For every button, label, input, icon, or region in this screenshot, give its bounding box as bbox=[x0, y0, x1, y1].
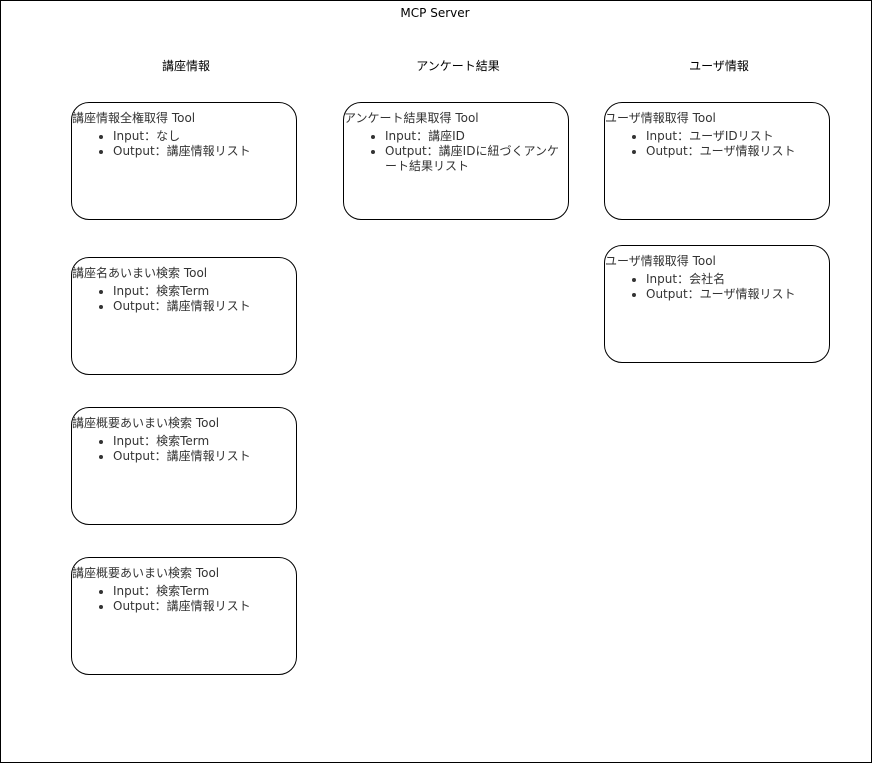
tool-card: 講座概要あいまい検索 Tool Input：検索Term Output：講座情報… bbox=[71, 557, 297, 675]
tool-card-list: Input：会社名 Output：ユーザ情報リスト bbox=[605, 272, 831, 302]
tool-input-item: Input：ユーザIDリスト bbox=[646, 129, 831, 144]
server-title: MCP Server bbox=[400, 6, 470, 20]
tool-card-title: 講座情報全権取得 Tool bbox=[72, 111, 196, 125]
tool-card-title: 講座概要あいまい検索 Tool bbox=[72, 416, 220, 430]
column-heading-user-info: ユーザ情報 bbox=[689, 59, 749, 73]
tool-output-item: Output：ユーザ情報リスト bbox=[646, 287, 831, 302]
tool-output-item: Output：講座情報リスト bbox=[113, 599, 298, 614]
tool-input-item: Input：なし bbox=[113, 129, 298, 144]
tool-card: 講座概要あいまい検索 Tool Input：検索Term Output：講座情報… bbox=[71, 407, 297, 525]
tool-card-list: Input：講座ID Output：講座IDに紐づくアンケート結果リスト bbox=[344, 129, 570, 174]
tool-card-list: Input：なし Output：講座情報リスト bbox=[72, 129, 298, 159]
tool-input-item: Input：講座ID bbox=[385, 129, 570, 144]
tool-card: 講座情報全権取得 Tool Input：なし Output：講座情報リスト bbox=[71, 102, 297, 220]
tool-card-list: Input：検索Term Output：講座情報リスト bbox=[72, 584, 298, 614]
tool-output-item: Output：講座情報リスト bbox=[113, 144, 298, 159]
tool-card: ユーザ情報取得 Tool Input：ユーザIDリスト Output：ユーザ情報… bbox=[604, 102, 830, 220]
tool-input-item: Input：検索Term bbox=[113, 584, 298, 599]
tool-output-item: Output：講座情報リスト bbox=[113, 299, 298, 314]
tool-card-title: ユーザ情報取得 Tool bbox=[605, 254, 716, 268]
column-heading-survey-results: アンケート結果 bbox=[416, 59, 500, 73]
tool-card-title: 講座名あいまい検索 Tool bbox=[72, 266, 208, 280]
tool-card-list: Input：ユーザIDリスト Output：ユーザ情報リスト bbox=[605, 129, 831, 159]
tool-card-list: Input：検索Term Output：講座情報リスト bbox=[72, 434, 298, 464]
tool-card-title: 講座概要あいまい検索 Tool bbox=[72, 566, 220, 580]
tool-card-list: Input：検索Term Output：講座情報リスト bbox=[72, 284, 298, 314]
tool-card-title: アンケート結果取得 Tool bbox=[344, 111, 479, 125]
tool-output-item: Output：講座情報リスト bbox=[113, 449, 298, 464]
tool-output-item: Output：講座IDに紐づくアンケート結果リスト bbox=[385, 144, 570, 174]
tool-card: 講座名あいまい検索 Tool Input：検索Term Output：講座情報リ… bbox=[71, 257, 297, 375]
column-heading-course-info: 講座情報 bbox=[161, 59, 210, 73]
tool-input-item: Input：検索Term bbox=[113, 284, 298, 299]
tool-card-title: ユーザ情報取得 Tool bbox=[605, 111, 716, 125]
tool-output-item: Output：ユーザ情報リスト bbox=[646, 144, 831, 159]
tool-input-item: Input：検索Term bbox=[113, 434, 298, 449]
tool-card: ユーザ情報取得 Tool Input：会社名 Output：ユーザ情報リスト bbox=[604, 245, 830, 363]
tool-input-item: Input：会社名 bbox=[646, 272, 831, 287]
tool-card: アンケート結果取得 Tool Input：講座ID Output：講座IDに紐づ… bbox=[343, 102, 569, 220]
